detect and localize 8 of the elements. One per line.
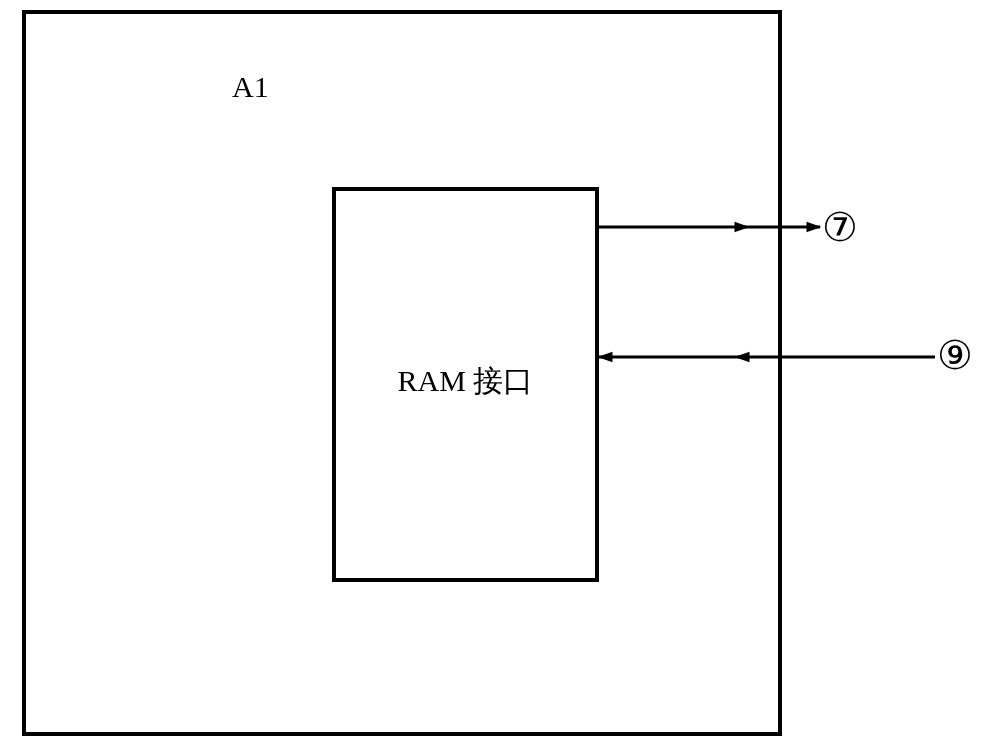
box-label: RAM 接口 bbox=[396, 366, 535, 396]
circled-number: ⑨ bbox=[937, 335, 973, 375]
arrow bbox=[599, 221, 822, 233]
circled-number: ⑦ bbox=[822, 207, 858, 247]
box-label: A1 bbox=[232, 72, 269, 102]
outer-box bbox=[22, 10, 782, 736]
interface-box bbox=[332, 187, 599, 582]
arrow bbox=[599, 351, 935, 363]
